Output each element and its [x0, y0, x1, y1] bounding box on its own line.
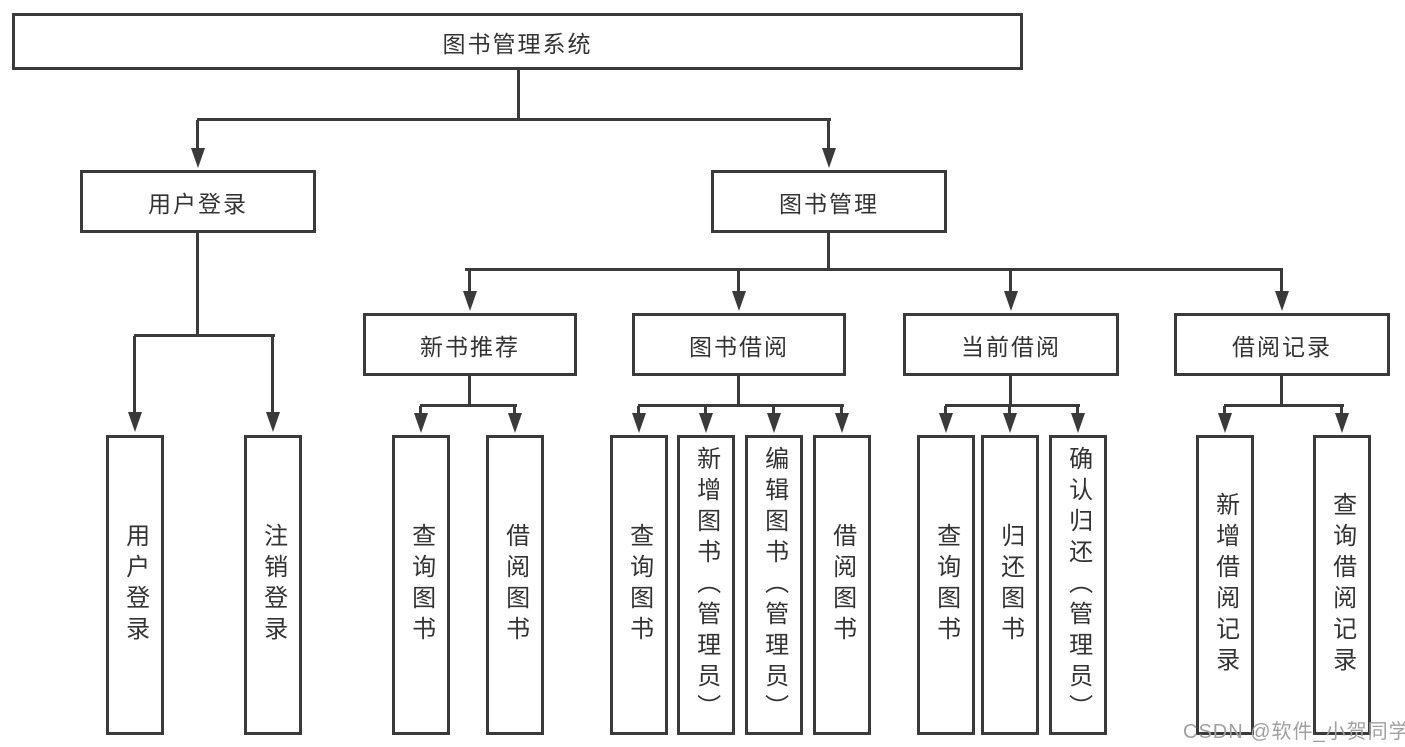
connector-drop-borrow-records — [1280, 270, 1283, 293]
leaf-query-books-borrow: 查询图书 — [610, 435, 668, 735]
leaf-logout-label: 注销登录 — [259, 523, 287, 647]
leaf-add-book-admin-label: 新增图书（管理员） — [692, 445, 720, 725]
arrow-down-icon — [699, 413, 713, 433]
leaf-return-book-label: 归还图书 — [996, 523, 1024, 647]
connector-borrow-records-stem — [1280, 376, 1283, 406]
arrow-down-icon — [463, 291, 477, 311]
node-book-borrow: 图书借阅 — [632, 313, 846, 376]
node-current-borrow: 当前借阅 — [903, 313, 1119, 376]
node-book-management: 图书管理 — [711, 170, 947, 233]
arrow-down-icon — [508, 413, 522, 433]
leaf-query-books-current-label: 查询图书 — [932, 523, 960, 647]
connector-book-borrow-bar — [638, 404, 844, 407]
arrow-down-icon — [822, 148, 836, 168]
arrow-down-icon — [1003, 413, 1017, 433]
leaf-query-books-recommend-label: 查询图书 — [407, 523, 435, 647]
leaf-logout: 注销登录 — [244, 435, 302, 735]
connector-drop-book-borrow — [737, 270, 740, 293]
arrow-down-icon — [1004, 291, 1018, 311]
connector-user-login-stem — [196, 233, 199, 336]
node-borrow-records: 借阅记录 — [1174, 313, 1390, 376]
leaf-query-borrow-record-label: 查询借阅记录 — [1328, 492, 1356, 678]
leaf-borrow-books-recommend-label: 借阅图书 — [501, 523, 529, 647]
connector-root-stem — [517, 70, 520, 120]
connector-drop-leaf — [1076, 406, 1079, 416]
leaf-query-books-recommend: 查询图书 — [392, 435, 450, 735]
connector-drop-leaf — [1223, 406, 1226, 416]
connector-borrow-records-bar — [1224, 404, 1344, 407]
arrow-down-icon — [732, 291, 746, 311]
connector-drop-new-book — [468, 270, 471, 293]
connector-drop-leaf — [271, 336, 274, 414]
node-root: 图书管理系统 — [12, 13, 1023, 70]
arrow-down-icon — [266, 412, 280, 432]
connector-current-borrow-bar — [945, 404, 1080, 407]
arrow-down-icon — [1275, 291, 1289, 311]
connector-user-login-bar — [134, 334, 275, 337]
node-user-login-label: 用户登录 — [148, 190, 248, 217]
connector-root-bar — [197, 118, 831, 121]
leaf-borrow-books-label: 借阅图书 — [828, 523, 856, 647]
arrow-down-icon — [128, 412, 142, 432]
node-new-book-recommend: 新书推荐 — [363, 313, 577, 376]
node-borrow-records-label: 借阅记录 — [1232, 333, 1332, 360]
connector-drop-leaf — [704, 406, 707, 416]
connector-book-management-bar — [465, 268, 1283, 271]
connector-drop-leaf — [1008, 406, 1011, 416]
connector-current-borrow-stem — [1009, 376, 1012, 406]
connector-drop-leaf — [513, 406, 516, 416]
leaf-query-books-borrow-label: 查询图书 — [625, 523, 653, 647]
node-book-management-label: 图书管理 — [779, 190, 879, 217]
leaf-borrow-books: 借阅图书 — [813, 435, 871, 735]
leaf-query-books-current: 查询图书 — [917, 435, 975, 735]
leaf-user-login-label: 用户登录 — [121, 523, 149, 647]
connector-drop-current-borrow — [1009, 270, 1012, 293]
connector-book-borrow-stem — [737, 376, 740, 406]
arrow-down-icon — [1071, 413, 1085, 433]
connector-drop-leaf — [840, 406, 843, 416]
leaf-user-login: 用户登录 — [106, 435, 164, 735]
leaf-confirm-return-admin: 确认归还（管理员） — [1049, 435, 1107, 735]
connector-drop-leaf — [772, 406, 775, 416]
leaf-add-book-admin: 新增图书（管理员） — [677, 435, 735, 735]
arrow-down-icon — [835, 413, 849, 433]
connector-drop-user-login — [196, 120, 199, 150]
arrow-down-icon — [1218, 413, 1232, 433]
connector-book-management-stem — [827, 233, 830, 270]
arrow-down-icon — [191, 148, 205, 168]
connector-new-book-bar — [420, 404, 517, 407]
arrow-down-icon — [767, 413, 781, 433]
node-new-book-recommend-label: 新书推荐 — [420, 333, 520, 360]
node-user-login: 用户登录 — [80, 170, 316, 233]
leaf-confirm-return-admin-label: 确认归还（管理员） — [1064, 445, 1092, 725]
connector-drop-leaf — [944, 406, 947, 416]
leaf-borrow-books-recommend: 借阅图书 — [486, 435, 544, 735]
leaf-edit-book-admin: 编辑图书（管理员） — [745, 435, 803, 735]
watermark: CSDN @软件_小贺同学 — [1183, 721, 1405, 743]
connector-drop-leaf — [419, 406, 422, 416]
node-current-borrow-label: 当前借阅 — [961, 333, 1061, 360]
arrow-down-icon — [632, 413, 646, 433]
connector-drop-book-management — [827, 120, 830, 150]
node-book-borrow-label: 图书借阅 — [689, 333, 789, 360]
arrow-down-icon — [414, 413, 428, 433]
arrow-down-icon — [1335, 413, 1349, 433]
leaf-add-borrow-record: 新增借阅记录 — [1196, 435, 1254, 735]
leaf-edit-book-admin-label: 编辑图书（管理员） — [760, 445, 788, 725]
connector-drop-leaf — [133, 336, 136, 414]
connector-drop-leaf — [637, 406, 640, 416]
node-root-label: 图书管理系统 — [442, 30, 593, 57]
leaf-add-borrow-record-label: 新增借阅记录 — [1211, 492, 1239, 678]
connector-new-book-stem — [468, 376, 471, 406]
leaf-return-book: 归还图书 — [981, 435, 1039, 735]
leaf-query-borrow-record: 查询借阅记录 — [1313, 435, 1371, 735]
connector-drop-leaf — [1340, 406, 1343, 416]
arrow-down-icon — [939, 413, 953, 433]
